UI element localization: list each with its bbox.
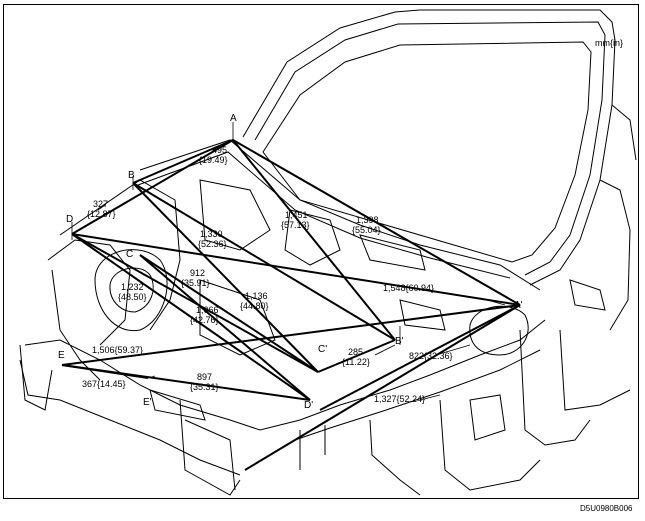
point-e-prime-label: E' <box>143 397 152 408</box>
dim-912-in: {35.91} <box>181 278 210 288</box>
dim-1327: 1,327{52.24} <box>374 394 425 404</box>
dim-1136-in: {44.80} <box>240 301 269 311</box>
dim-1451-mm: 1,451 <box>285 210 308 220</box>
dim-495-in: {19.49} <box>199 155 228 165</box>
dimension-labels: 495 {19.49} 327 {12.87} 1,330 {52.36} 1,… <box>82 145 453 404</box>
dim-1330-in: {52.36} <box>198 239 227 249</box>
dim-897-in: {35.31} <box>190 382 219 392</box>
dim-1066-in: {42.76} <box>190 315 219 325</box>
point-a-prime-label: A' <box>514 300 523 311</box>
dim-912-mm: 912 <box>190 268 205 278</box>
dim-897-mm: 897 <box>197 372 212 382</box>
dim-1066-mm: 1,066 <box>196 305 219 315</box>
dim-1506: 1,506{59.37} <box>92 345 143 355</box>
point-b-label: B <box>128 170 135 181</box>
figure-code: D5U0980B006 <box>580 504 633 513</box>
figure-border <box>3 4 639 499</box>
dimension-lines <box>61 139 521 471</box>
point-a-label: A <box>230 113 237 124</box>
point-labels: A B C D E A' B' C' D' E' <box>58 113 523 411</box>
dim-1398-mm: 1,398 <box>356 215 379 225</box>
dim-1548: 1,548{60.94} <box>383 283 434 293</box>
dim-285-in: {11.22} <box>342 357 370 367</box>
leader-lines <box>71 122 506 401</box>
point-b-prime-label: B' <box>395 336 404 347</box>
point-d-label: D <box>66 214 73 225</box>
point-c-prime-label: C' <box>318 344 327 355</box>
unit-label: mm{in} <box>595 38 624 48</box>
point-c-label: C <box>126 249 133 260</box>
dim-495-mm: 495 <box>212 145 227 155</box>
dim-367: 367{14.45} <box>82 379 126 389</box>
dim-1398-in: {55.04} <box>352 225 381 235</box>
dim-822: 822{32.36} <box>409 351 453 361</box>
dim-1136-mm: 1,136 <box>245 291 268 301</box>
dim-327-mm: 327 <box>93 199 108 209</box>
dim-327-in: {12.87} <box>87 209 116 219</box>
dim-1330-mm: 1,330 <box>200 229 223 239</box>
dim-1232-mm: 1,232 <box>121 282 144 292</box>
point-d-prime-label: D' <box>304 400 313 411</box>
point-e-label: E <box>58 350 65 361</box>
dim-1451-in: {57.13} <box>281 220 310 230</box>
body-outline <box>19 9 637 496</box>
dim-285-mm: 285 <box>348 347 363 357</box>
dim-1232-in: {48.50} <box>118 292 147 302</box>
